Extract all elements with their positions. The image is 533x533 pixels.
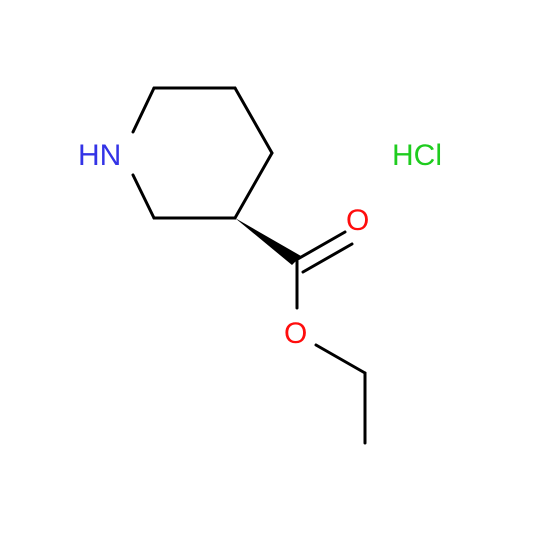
bond-c3-c4 bbox=[233, 86, 274, 155]
hcl-label: HCl bbox=[392, 139, 442, 172]
carbonyl-bond-b bbox=[301, 242, 354, 274]
bond-o-ch2 bbox=[314, 343, 367, 375]
nh-label: HN bbox=[78, 139, 121, 172]
bond-c6-n bbox=[131, 173, 156, 220]
bond-n-c2 bbox=[131, 86, 156, 134]
ester-oxygen-label: O bbox=[284, 317, 307, 350]
carbonyl-bond-a bbox=[294, 230, 347, 262]
wedge-bond bbox=[235, 218, 301, 265]
bond-c4-c5 bbox=[233, 151, 274, 220]
carbonyl-oxygen-label: O bbox=[346, 204, 369, 237]
